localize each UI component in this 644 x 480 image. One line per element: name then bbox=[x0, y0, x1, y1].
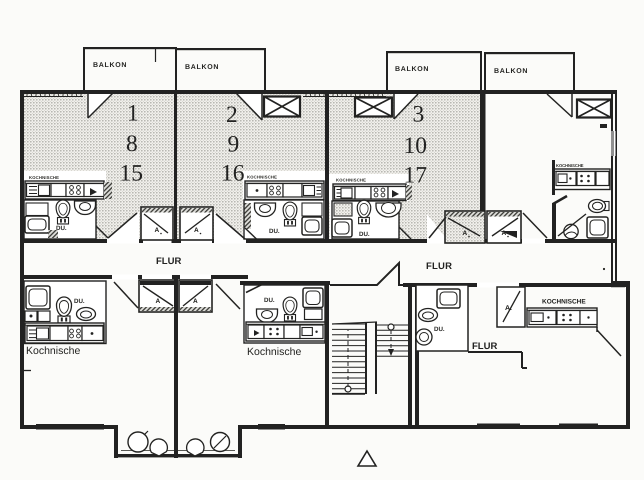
svg-text:KOCHNISCHE: KOCHNISCHE bbox=[542, 299, 586, 306]
svg-text:Kochnische: Kochnische bbox=[26, 345, 80, 357]
svg-text:KOCHNISCHE: KOCHNISCHE bbox=[556, 163, 584, 168]
svg-text:A: A bbox=[463, 230, 468, 237]
svg-text:3: 3 bbox=[413, 102, 425, 128]
svg-text:DU.: DU. bbox=[359, 231, 370, 238]
svg-text:BALKON: BALKON bbox=[494, 68, 528, 75]
svg-text:1: 1 bbox=[127, 101, 139, 127]
svg-text:BALKON: BALKON bbox=[395, 66, 429, 73]
svg-text:9: 9 bbox=[228, 132, 240, 158]
svg-text:17: 17 bbox=[404, 163, 428, 189]
svg-text:FLUR: FLUR bbox=[156, 256, 181, 267]
svg-text:Kochnische: Kochnische bbox=[247, 346, 301, 358]
svg-text:FLUR: FLUR bbox=[426, 261, 452, 272]
svg-text:2: 2 bbox=[226, 102, 238, 128]
svg-text:A: A bbox=[193, 298, 198, 305]
svg-text:DU.: DU. bbox=[264, 297, 275, 304]
svg-text:BALKON: BALKON bbox=[185, 64, 219, 71]
svg-text:FLUR: FLUR bbox=[472, 341, 497, 352]
svg-text:A: A bbox=[502, 230, 507, 237]
svg-text:A: A bbox=[194, 227, 199, 234]
svg-text:DU.: DU. bbox=[269, 228, 280, 235]
svg-text:A: A bbox=[156, 298, 161, 305]
svg-text:KOCHNISCHE: KOCHNISCHE bbox=[336, 178, 366, 183]
svg-text:A: A bbox=[155, 227, 160, 234]
svg-text:10: 10 bbox=[404, 133, 428, 159]
svg-text:DU.: DU. bbox=[56, 225, 67, 232]
svg-text:A.: A. bbox=[505, 305, 512, 312]
svg-text:DU.: DU. bbox=[434, 326, 445, 333]
svg-text:16: 16 bbox=[221, 161, 245, 187]
svg-text:15: 15 bbox=[120, 161, 144, 187]
svg-text:DU.: DU. bbox=[74, 298, 85, 305]
svg-text:8: 8 bbox=[126, 131, 138, 157]
svg-text:KOCHNISCHE: KOCHNISCHE bbox=[29, 175, 59, 180]
svg-text:KOCHNISCHE: KOCHNISCHE bbox=[247, 175, 277, 180]
svg-text:BALKON: BALKON bbox=[93, 62, 127, 69]
